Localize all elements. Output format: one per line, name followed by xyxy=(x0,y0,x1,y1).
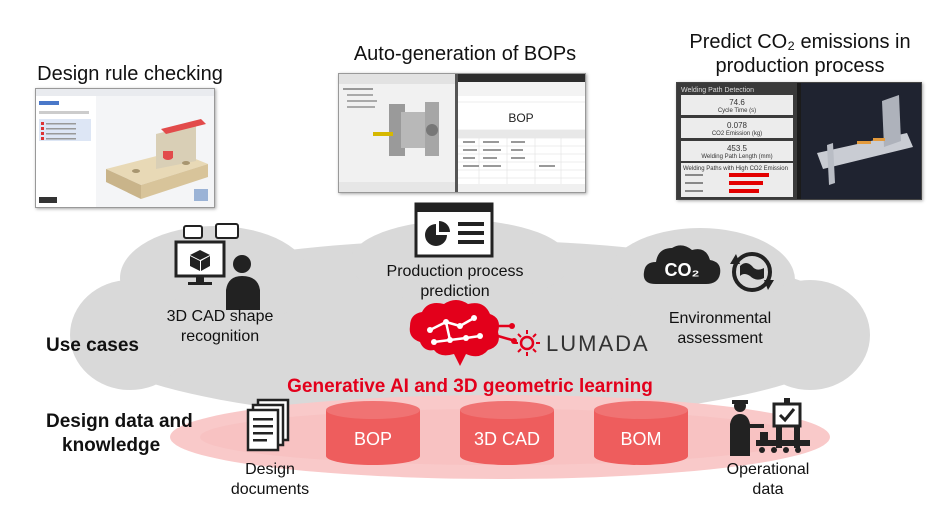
cylinder-bom: BOM xyxy=(594,401,688,465)
design-rule-screenshot xyxy=(35,88,215,208)
co2-icon-text: CO₂ xyxy=(665,260,700,280)
bop-panel-title: BOP xyxy=(508,111,533,125)
cylinder-3dcad-label: 3D CAD xyxy=(474,429,540,449)
co2-screenshot: Welding Path Detection 74.6 Cycle Time (… xyxy=(676,82,922,200)
environment-label-1: Environmental xyxy=(668,310,772,327)
bop-tool-image: BOP xyxy=(339,74,585,192)
co2-heading-line1: Predict CO₂ emissions in xyxy=(689,31,911,53)
documents-label-2: documents xyxy=(230,481,310,498)
cylinder-bom-label: BOM xyxy=(620,429,661,449)
metric1-value: 74.6 xyxy=(729,98,745,107)
ai-brain-icon xyxy=(409,300,517,366)
environment-label-2: assessment xyxy=(677,330,763,347)
welding-list-title: Welding Paths with High CO2 Emission xyxy=(683,166,788,172)
design-rule-heading: Design rule checking xyxy=(37,63,223,85)
documents-label-1: Design xyxy=(245,461,295,478)
metric1-label: Cycle Time (s) xyxy=(718,108,756,114)
cylinder-bop: BOP xyxy=(326,401,420,465)
use-cases-label: Use cases xyxy=(46,335,139,356)
environment-globe-icon xyxy=(730,252,774,292)
co2-heading-line2: production process xyxy=(715,55,885,77)
cad-recognition-label-2: recognition xyxy=(180,328,260,345)
cad-viewer-image xyxy=(36,89,214,207)
metric2-value: 0.078 xyxy=(727,121,748,130)
welding-dashboard-image: Welding Path Detection 74.6 Cycle Time (… xyxy=(677,83,921,199)
documents-icon xyxy=(246,398,290,452)
factory-worker-icon xyxy=(730,398,810,456)
cad-recognition-label-1: 3D CAD shape xyxy=(166,308,274,325)
cylinder-3dcad: 3D CAD xyxy=(460,401,554,465)
operational-label-1: Operational xyxy=(726,461,810,478)
generative-ai-title: Generative AI and 3D geometric learning xyxy=(287,376,653,397)
metric3-value: 453.5 xyxy=(727,144,748,153)
co2-cloud-icon: CO₂ xyxy=(643,245,721,284)
metric2-label: CO2 Emission (kg) xyxy=(712,131,762,137)
data-layer-label-2: knowledge xyxy=(62,435,161,456)
operational-label-2: data xyxy=(752,481,784,498)
lumada-text: LUMADA xyxy=(546,331,650,356)
cylinder-bop-label: BOP xyxy=(354,429,392,449)
process-prediction-icon xyxy=(414,202,494,258)
bop-generation-heading: Auto-generation of BOPs xyxy=(353,43,577,65)
welding-title: Welding Path Detection xyxy=(681,87,754,94)
process-prediction-label-2: prediction xyxy=(420,283,490,300)
bop-screenshot: BOP xyxy=(338,73,586,193)
data-layer-label-1: Design data and xyxy=(46,411,193,432)
database-cylinders: BOP 3D CAD BOM xyxy=(326,401,688,465)
cad-recognition-icon xyxy=(174,223,260,310)
metric3-label: Welding Path Length (mm) xyxy=(701,154,772,160)
process-prediction-label-1: Production process xyxy=(386,263,524,280)
lumada-logo: LUMADA xyxy=(514,330,650,356)
